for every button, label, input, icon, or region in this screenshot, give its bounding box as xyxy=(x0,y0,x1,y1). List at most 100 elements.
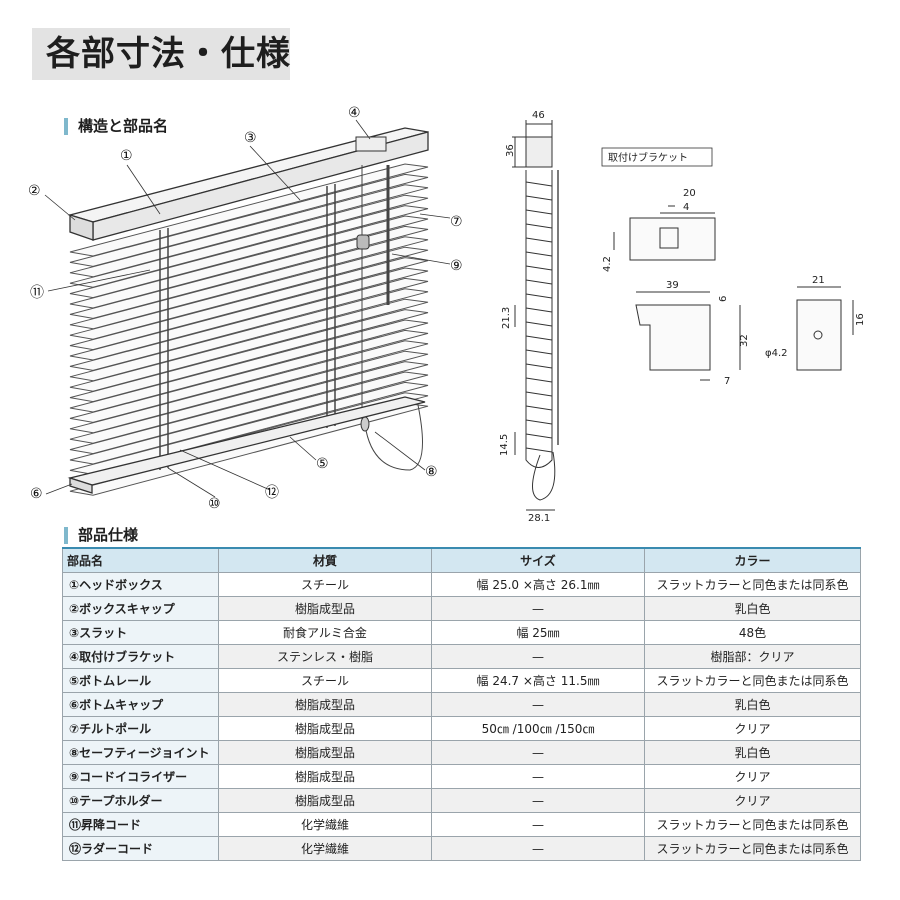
material-cell: 樹脂成型品 xyxy=(218,788,432,813)
side-slat xyxy=(525,237,553,243)
size-cell: 幅 24.7 ×高さ 11.5㎜ xyxy=(431,668,645,693)
color-cell: スラットカラーと同色または同系色 xyxy=(644,812,861,837)
table-row: ⑥ボトムキャップ樹脂成型品—乳白色 xyxy=(62,692,861,717)
callout-12: ⑫ xyxy=(265,485,279,501)
safety-joint xyxy=(360,416,370,432)
callout-7: ⑦ xyxy=(450,214,463,230)
table-row: ⑨コードイコライザー樹脂成型品—クリア xyxy=(62,764,861,789)
dim-bracket-side-width: 39 xyxy=(666,280,679,291)
material-cell: スチール xyxy=(218,572,432,597)
side-slat xyxy=(525,293,553,299)
dim-bracket-front-slot: 4 xyxy=(683,202,689,213)
size-cell: — xyxy=(431,740,645,765)
color-cell: スラットカラーと同色または同系色 xyxy=(644,836,861,861)
table-header-row: 部品名 材質 サイズ カラー xyxy=(62,547,861,573)
part-name-cell: ⑪昇降コード xyxy=(62,812,219,837)
size-cell: — xyxy=(431,596,645,621)
box-cap xyxy=(69,214,94,241)
part-name-cell: ⑧セーフティージョイント xyxy=(62,740,219,765)
bracket-shape xyxy=(355,136,387,152)
part-name-cell: ⑫ラダーコード xyxy=(62,836,219,861)
dim-side-bottom-height: 14.5 xyxy=(499,434,510,456)
size-cell: — xyxy=(431,644,645,669)
color-cell: クリア xyxy=(644,788,861,813)
side-slat xyxy=(525,391,553,397)
table-row: ②ボックスキャップ樹脂成型品—乳白色 xyxy=(62,596,861,621)
side-slat xyxy=(525,377,553,383)
cord-equalizer xyxy=(356,234,370,250)
color-cell: 樹脂部：クリア xyxy=(644,644,861,669)
material-cell: ステンレス・樹脂 xyxy=(218,644,432,669)
size-cell: — xyxy=(431,764,645,789)
callout-10: ⑩ xyxy=(208,496,221,512)
spec-heading: 部品仕様 xyxy=(64,527,138,544)
title-background xyxy=(32,28,290,80)
side-slat xyxy=(525,363,553,369)
part-name-cell: ⑥ボトムキャップ xyxy=(62,692,219,717)
material-cell: 樹脂成型品 xyxy=(218,740,432,765)
dim-bracket-front-width: 20 xyxy=(683,188,696,199)
dim-bracket-back-hole: φ4.2 xyxy=(765,348,788,359)
size-cell: 幅 25㎜ xyxy=(431,620,645,645)
material-cell: 化学繊維 xyxy=(218,836,432,861)
side-slat xyxy=(525,307,553,313)
part-name-cell: ④取付けブラケット xyxy=(62,644,219,669)
size-cell: 幅 25.0 ×高さ 26.1㎜ xyxy=(431,572,645,597)
side-slat xyxy=(525,251,553,257)
spec-table: 部品名 材質 サイズ カラー ①ヘッドボックススチール幅 25.0 ×高さ 26… xyxy=(62,547,861,861)
callout-2: ② xyxy=(28,183,41,199)
bracket-label: 取付けブラケット xyxy=(608,151,688,164)
color-cell: クリア xyxy=(644,764,861,789)
bracket-back-view xyxy=(796,286,854,371)
header-part-name: 部品名 xyxy=(62,547,219,573)
callout-5: ⑤ xyxy=(316,456,329,472)
side-profile xyxy=(512,120,559,511)
side-slat xyxy=(525,447,553,453)
material-cell: 樹脂成型品 xyxy=(218,716,432,741)
side-slat xyxy=(525,279,553,285)
color-cell: クリア xyxy=(644,716,861,741)
side-slat xyxy=(525,335,553,341)
part-name-cell: ⑨コードイコライザー xyxy=(62,764,219,789)
callout-1: ① xyxy=(120,148,133,164)
blind-structure-diagram: ① ② ③ ④ ⑤ ⑥ ⑦ ⑧ ⑨ ⑩ ⑪ ⑫ 46 36 21.3 14.5 … xyxy=(28,105,866,524)
callout-8: ⑧ xyxy=(425,464,438,480)
side-slat xyxy=(525,223,553,229)
callout-4: ④ xyxy=(348,105,361,121)
color-cell: 乳白色 xyxy=(644,596,861,621)
bottom-cap xyxy=(69,477,93,494)
size-cell: — xyxy=(431,812,645,837)
material-cell: 耐食アルミ合金 xyxy=(218,620,432,645)
header-color: カラー xyxy=(644,547,861,573)
material-cell: 樹脂成型品 xyxy=(218,764,432,789)
dim-side-height-top: 36 xyxy=(505,144,516,157)
color-cell: 48色 xyxy=(644,620,861,645)
size-cell: — xyxy=(431,788,645,813)
part-name-cell: ⑦チルトポール xyxy=(62,716,219,741)
side-slat xyxy=(525,265,553,271)
header-material: 材質 xyxy=(218,547,432,573)
color-cell: 乳白色 xyxy=(644,692,861,717)
table-row: ④取付けブラケットステンレス・樹脂—樹脂部：クリア xyxy=(62,644,861,669)
part-name-cell: ①ヘッドボックス xyxy=(62,572,219,597)
table-row: ⑫ラダーコード化学繊維—スラットカラーと同色または同系色 xyxy=(62,836,861,861)
callout-11: ⑪ xyxy=(30,285,44,301)
part-name-cell: ②ボックスキャップ xyxy=(62,596,219,621)
bracket-side-view xyxy=(635,291,741,381)
dim-bracket-front-height: 4.2 xyxy=(602,256,613,272)
material-cell: 樹脂成型品 xyxy=(218,596,432,621)
part-name-cell: ⑩テープホルダー xyxy=(62,788,219,813)
table-row: ⑧セーフティージョイント樹脂成型品—乳白色 xyxy=(62,740,861,765)
callout-9: ⑨ xyxy=(450,258,463,274)
header-size: サイズ xyxy=(431,547,645,573)
dim-bracket-side-bottom: 7 xyxy=(724,376,730,387)
part-name-cell: ③スラット xyxy=(62,620,219,645)
bracket-front-view xyxy=(613,205,716,261)
callout-6: ⑥ xyxy=(30,486,43,502)
size-cell: — xyxy=(431,836,645,861)
structure-heading: 構造と部品名 xyxy=(64,118,168,135)
